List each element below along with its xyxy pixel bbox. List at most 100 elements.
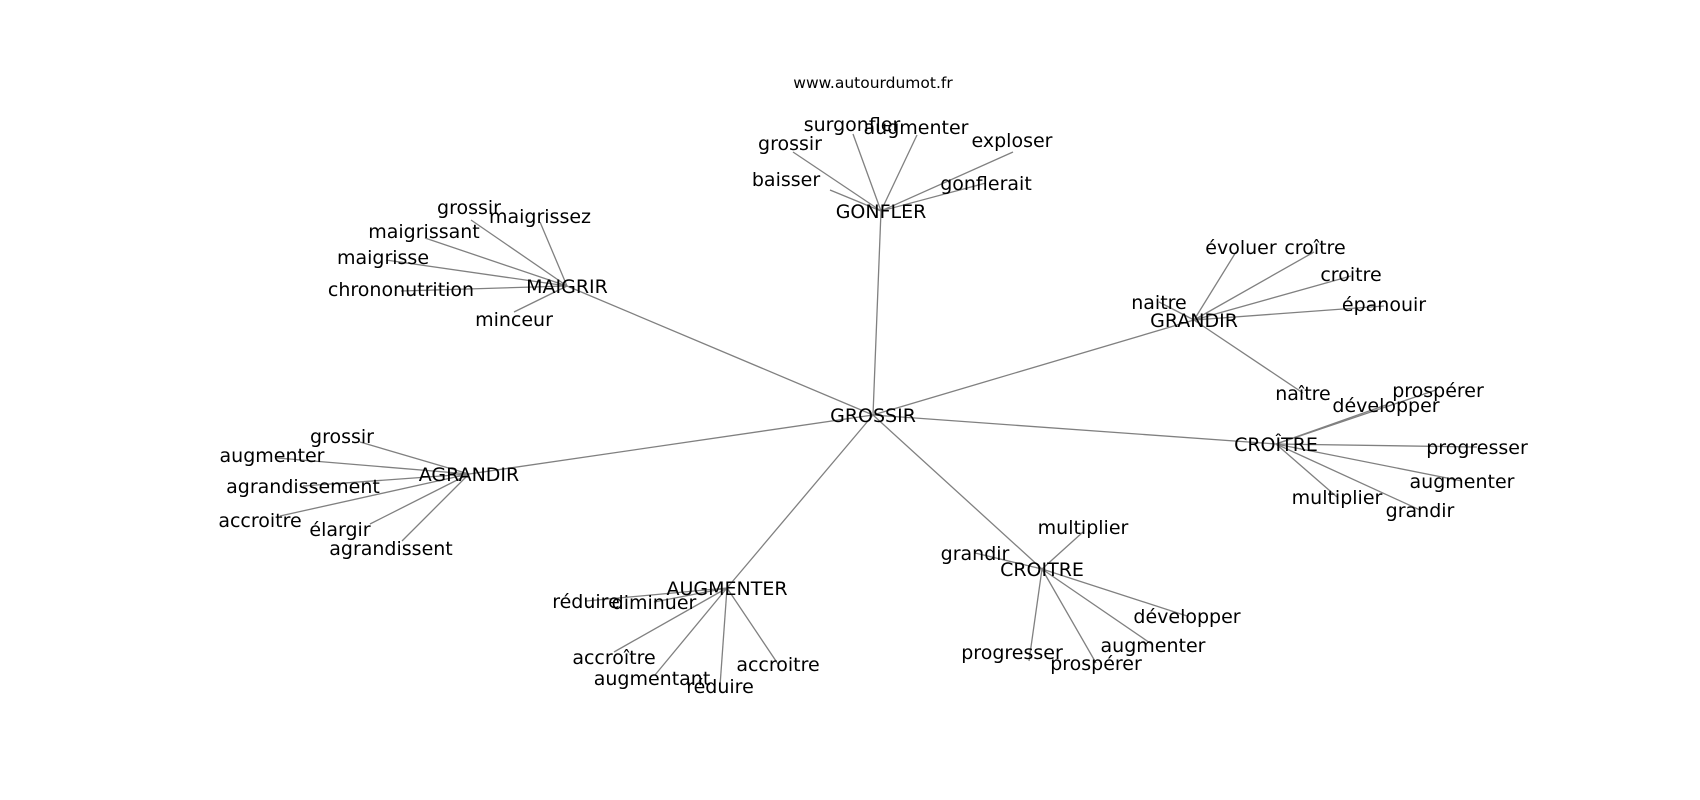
- edge-gonfler-leaf: [829, 189, 882, 212]
- leaf-node-label: augmenter: [220, 445, 325, 467]
- leaf-node-label: élargir: [309, 519, 370, 541]
- hub-node-label-maigrir: MAIGRIR: [526, 276, 608, 298]
- leaf-node-label: prospérer: [1392, 380, 1484, 402]
- leaf-node-label: diminuer: [612, 592, 697, 614]
- edge-root-gonfler: [872, 210, 882, 416]
- leaf-node-label: augmenter: [1101, 635, 1206, 657]
- edge-agrandir-leaf: [369, 473, 470, 525]
- edge-grandir-leaf: [1193, 251, 1315, 321]
- edge-croitre-leaf: [1041, 568, 1154, 646]
- edge-croitre-circ-leaf: [1275, 443, 1463, 482]
- leaf-node-label: croître: [1284, 237, 1345, 259]
- leaf-node-label: réduire: [552, 591, 620, 613]
- hub-node-label-gonfler: GONFLER: [836, 201, 927, 223]
- site-credit: www.autourdumot.fr: [793, 74, 953, 92]
- edge-augmenter-leaf: [585, 587, 728, 602]
- edge-augmenter-leaf: [654, 587, 728, 676]
- hub-node-label-croitre-circ: CROÎTRE: [1234, 433, 1318, 456]
- leaf-node-label: multiplier: [1292, 487, 1383, 509]
- edge-grandir-leaf: [1193, 251, 1237, 321]
- leaf-node-label: prospérer: [1050, 653, 1142, 675]
- edge-croitre-leaf: [1041, 568, 1097, 664]
- edge-croitre-leaf: [1041, 568, 1188, 617]
- edge-gonfler-leaf: [792, 151, 882, 212]
- leaf-node-label: maigrissez: [489, 206, 591, 228]
- leaf-node-label: agrandissement: [226, 476, 380, 498]
- edge-root-augmenter: [726, 414, 874, 589]
- edge-agrandir-leaf: [279, 473, 470, 517]
- leaf-node-label: augmenter: [864, 117, 969, 139]
- leaf-node-label: développer: [1332, 395, 1439, 417]
- edge-maigrir-leaf: [400, 285, 568, 292]
- leaf-node-label: développer: [1133, 606, 1240, 628]
- edge-agrandir-leaf: [401, 473, 470, 542]
- graph-labels: www.autourdumot.fr GROSSIR GONFLER baisse…: [218, 74, 1528, 698]
- edge-root-maigrir: [566, 285, 874, 416]
- edge-maigrir-leaf: [470, 219, 568, 287]
- leaf-node-label: naître: [1275, 383, 1331, 405]
- leaf-node-label: grossir: [310, 426, 374, 448]
- root-node-label: GROSSIR: [830, 405, 916, 427]
- edge-gonfler-leaf: [880, 151, 1014, 212]
- leaf-node-label: grandir: [941, 543, 1010, 565]
- edge-augmenter-leaf: [613, 587, 728, 653]
- edge-croitre-leaf: [974, 552, 1043, 570]
- edge-agrandir-leaf: [276, 457, 470, 475]
- leaf-node-label: maigrissant: [368, 221, 480, 243]
- leaf-node-label: croitre: [1320, 264, 1381, 286]
- leaf-node-label: progresser: [961, 642, 1063, 664]
- edge-croitre-leaf: [1028, 568, 1043, 662]
- leaf-node-label: grandir: [1386, 500, 1455, 522]
- leaf-node-label: réduire: [686, 676, 754, 698]
- edge-gonfler-leaf: [880, 134, 918, 212]
- leaf-node-label: surgonfler: [804, 114, 901, 136]
- edge-root-croitre-circ: [872, 414, 1277, 445]
- edge-grandir-leaf: [1193, 305, 1385, 321]
- leaf-node-label: augmentant: [594, 668, 711, 690]
- hub-node-label-croitre: CROITRE: [1000, 559, 1084, 581]
- edge-maigrir-leaf: [513, 285, 568, 313]
- leaf-node-label: multiplier: [1038, 517, 1129, 539]
- hub-node-label-augmenter: AUGMENTER: [666, 578, 787, 600]
- graph-edges: [276, 133, 1478, 687]
- edge-root-agrandir: [468, 414, 874, 475]
- edge-agrandir-leaf: [302, 473, 470, 487]
- edge-grandir-leaf: [1193, 319, 1304, 394]
- leaf-node-label: progresser: [1426, 437, 1528, 459]
- leaf-node-label: évoluer: [1205, 237, 1277, 259]
- edge-root-grandir: [872, 319, 1195, 416]
- edge-gonfler-leaf: [852, 133, 882, 212]
- edge-maigrir-leaf: [539, 221, 568, 287]
- edge-croitre-circ-leaf: [1275, 443, 1478, 448]
- leaf-node-label: accroitre: [736, 654, 819, 676]
- leaf-node-label: chrononutrition: [328, 279, 474, 301]
- edge-croitre-circ-leaf: [1275, 443, 1338, 498]
- leaf-node-label: accroître: [572, 647, 655, 669]
- leaf-node-label: naitre: [1131, 292, 1187, 314]
- leaf-node-label: épanouir: [1342, 294, 1426, 316]
- leaf-node-label: accroitre: [218, 510, 301, 532]
- edge-augmenter-leaf: [653, 587, 728, 603]
- leaf-node-label: baisser: [752, 169, 820, 191]
- edge-croitre-circ-leaf: [1275, 404, 1387, 445]
- leaf-node-label: grossir: [437, 197, 501, 219]
- leaf-node-label: grossir: [758, 133, 822, 155]
- edge-root-croitre: [872, 414, 1043, 570]
- edge-augmenter-leaf: [719, 587, 728, 687]
- leaf-node-label: augmenter: [1410, 471, 1515, 493]
- leaf-node-label: minceur: [475, 309, 553, 331]
- edge-maigrir-leaf: [385, 259, 568, 287]
- edge-grandir-leaf: [1193, 275, 1352, 321]
- leaf-node-label: gonflerait: [940, 173, 1032, 195]
- edge-agrandir-leaf: [359, 441, 470, 475]
- edge-gonfler-leaf: [880, 182, 987, 212]
- leaf-node-label: exploser: [972, 130, 1053, 152]
- leaf-node-label: maigrisse: [337, 247, 429, 269]
- edge-croitre-leaf: [1041, 531, 1084, 570]
- edge-grandir-leaf: [1158, 301, 1195, 321]
- edge-croitre-circ-leaf: [1275, 443, 1421, 511]
- hub-node-label-agrandir: AGRANDIR: [419, 464, 519, 486]
- edge-augmenter-leaf: [726, 587, 779, 665]
- leaf-node-label: agrandissent: [329, 538, 453, 560]
